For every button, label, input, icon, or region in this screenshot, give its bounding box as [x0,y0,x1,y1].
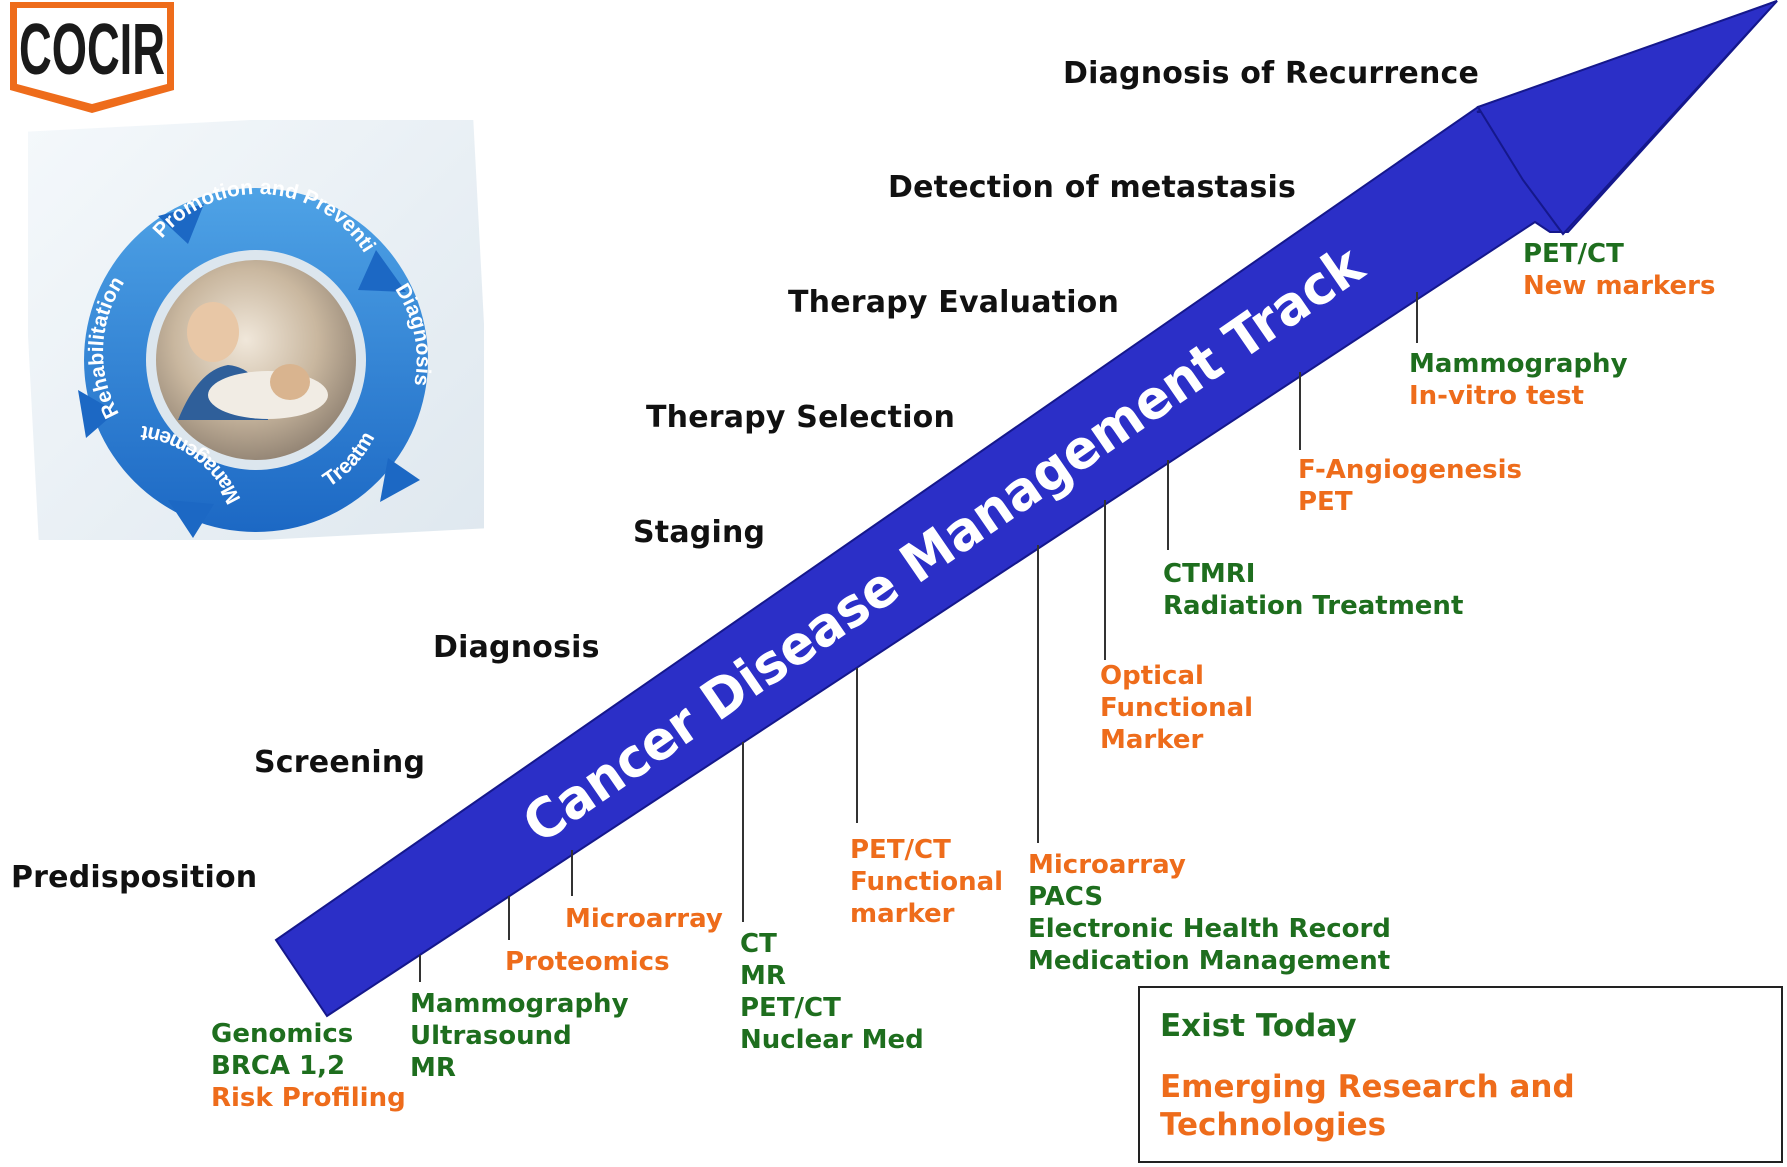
tech-group: Mammography Ultrasound MR [410,988,629,1084]
tech-item: MR [740,961,786,991]
care-cycle-graphic: Promotion and Prevention Diagnosis Treat… [28,120,484,540]
stage-label: Diagnosis [433,630,600,665]
tech-item: Mammography [410,989,629,1019]
stage-label: Diagnosis of Recurrence [1063,56,1480,91]
tech-item: Marker [1100,725,1204,755]
legend-box: Exist Today Emerging Research and Techno… [1138,986,1783,1163]
tech-group: Optical Functional Marker [1100,660,1253,756]
legend-emerging: Emerging Research and Technologies [1160,1069,1575,1143]
tech-item: Optical [1100,661,1204,691]
tech-item: Risk Profiling [211,1083,406,1113]
tech-item: New markers [1523,271,1716,301]
tech-group: Genomics BRCA 1,2 Risk Profiling [211,1018,406,1114]
tech-group: PET/CT New markers [1523,238,1715,302]
tech-item: Microarray [1028,850,1186,880]
tech-group: Mammography In-vitro test [1409,348,1628,412]
tech-group: F-Angiogenesis PET [1298,454,1522,518]
stage-label: Therapy Evaluation [788,285,1120,320]
tech-item: Nuclear Med [740,1025,924,1055]
tech-item: Genomics [211,1019,354,1049]
tech-item: Electronic Health Record [1028,914,1391,944]
tech-group: PET/CT Functional marker [850,834,1003,930]
tech-item: PET/CT [850,835,951,865]
tech-item: PET/CT [1523,239,1624,269]
tech-group: Microarray PACS Electronic Health Record… [1028,849,1391,977]
tech-item: Ultrasound [410,1021,572,1051]
stage-label: Predisposition [11,860,258,895]
tech-item: marker [850,899,955,929]
tech-item: PACS [1028,882,1104,912]
tech-item: BRCA 1,2 [211,1051,346,1081]
tech-item: In-vitro test [1409,381,1584,411]
tech-item: PET [1298,487,1353,517]
tech-item: PET/CT [740,993,841,1023]
tech-item: Microarray [565,904,723,934]
tech-group: Microarray [565,903,723,935]
legend-existing: Exist Today [1160,1008,1357,1044]
tech-item: CT [740,929,777,959]
tech-item: CTMRI [1163,559,1256,589]
tech-group: CTMRI Radiation Treatment [1163,558,1463,622]
tech-item: Functional [850,867,1004,897]
tech-item: Proteomics [505,947,670,977]
stage-label: Therapy Selection [646,400,956,435]
tech-item: Radiation Treatment [1163,591,1464,621]
tech-item: Medication Management [1028,946,1391,976]
tech-item: F-Angiogenesis [1298,455,1523,485]
tech-group: Proteomics [505,946,670,978]
tech-group: CT MR PET/CT Nuclear Med [740,928,924,1056]
tech-item: Functional [1100,693,1254,723]
tech-item: MR [410,1053,456,1083]
stage-label: Screening [254,745,426,780]
logo-text: COCIR [19,10,165,90]
tech-item: Mammography [1409,349,1628,379]
stage-label: Staging [633,515,766,550]
cocir-logo: COCIR [10,2,174,113]
stage-label: Detection of metastasis [888,170,1297,205]
